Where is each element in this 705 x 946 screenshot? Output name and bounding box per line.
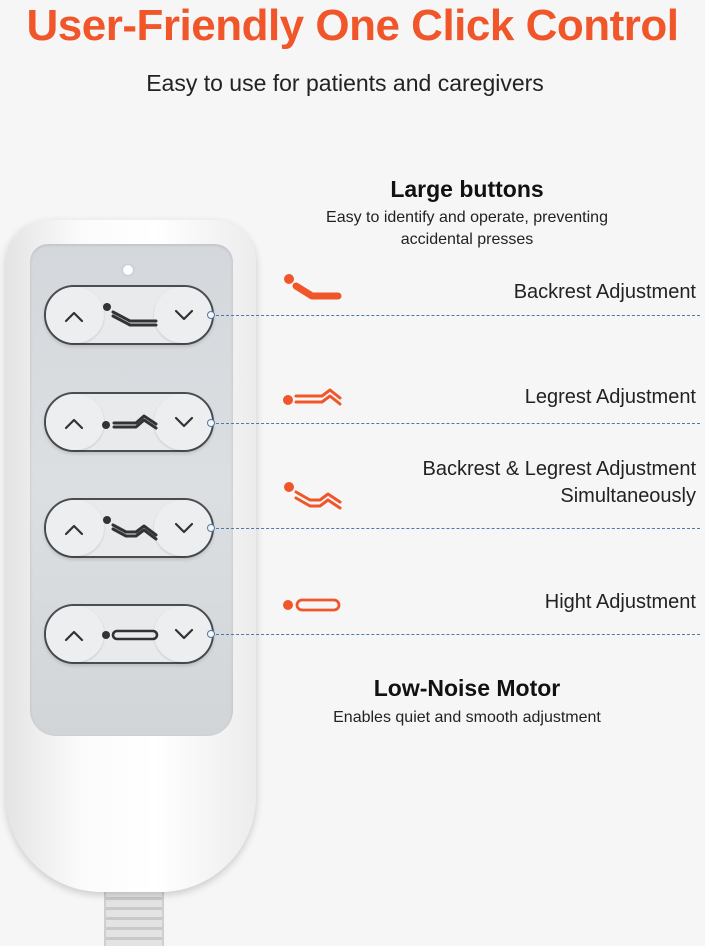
height-button-row bbox=[44, 604, 214, 664]
motor-title: Low-Noise Motor bbox=[373, 675, 561, 701]
legrest-symbol-icon bbox=[102, 414, 158, 430]
backrest-symbol-icon bbox=[103, 303, 158, 327]
backrest-adjustment-label: Backrest Adjustment bbox=[513, 281, 696, 303]
height-leader-dot bbox=[207, 630, 215, 638]
backrest-legrest-leader-dot bbox=[207, 524, 215, 532]
chevron-up-icon bbox=[64, 524, 84, 536]
backrest-leader-dot bbox=[207, 311, 215, 319]
chevron-down-icon bbox=[174, 628, 194, 640]
page-title: User-Friendly One Click Control bbox=[26, 1, 679, 50]
large-buttons-desc-line1: Easy to identify and operate, preventing bbox=[326, 209, 608, 226]
motor-desc: Enables quiet and smooth adjustment bbox=[333, 709, 601, 726]
legrest-button-row bbox=[44, 392, 214, 452]
backrest-legrest-icon bbox=[284, 482, 342, 510]
large-buttons-desc-line2: accidental presses bbox=[400, 231, 534, 248]
chevron-up-icon bbox=[64, 311, 84, 323]
legrest-leader-line bbox=[216, 423, 700, 424]
backrest-leader-line bbox=[216, 315, 700, 316]
height-adjustment-label: Hight Adjustment bbox=[544, 591, 696, 613]
backrest-legrest-adjustment-label-line1: Backrest & Legrest Adjustment bbox=[422, 458, 696, 480]
backrest-legrest-button-row bbox=[44, 498, 214, 558]
height-icon bbox=[283, 598, 341, 612]
large-buttons-title: Large buttons bbox=[390, 176, 544, 202]
backrest-legrest-leader-line bbox=[216, 528, 700, 529]
backrest-button-row bbox=[44, 285, 214, 345]
backrest-legrest-down-button[interactable] bbox=[154, 500, 212, 556]
height-leader-line bbox=[216, 634, 700, 635]
backrest-icon bbox=[284, 274, 342, 300]
legrest-adjustment-label: Legrest Adjustment bbox=[524, 386, 696, 408]
height-down-button[interactable] bbox=[154, 606, 212, 662]
backrest-legrest-adjustment-label-line2: Simultaneously bbox=[560, 485, 696, 507]
chevron-up-icon bbox=[64, 418, 84, 430]
legrest-leader-dot bbox=[207, 419, 215, 427]
height-symbol-icon bbox=[102, 629, 159, 641]
backrest-legrest-symbol-icon bbox=[103, 516, 158, 541]
chevron-down-icon bbox=[174, 522, 194, 534]
backrest-down-button[interactable] bbox=[154, 287, 212, 343]
legrest-icon bbox=[283, 388, 342, 406]
power-led-icon bbox=[123, 265, 133, 275]
chevron-down-icon bbox=[174, 416, 194, 428]
chevron-down-icon bbox=[174, 309, 194, 321]
legrest-down-button[interactable] bbox=[154, 394, 212, 450]
page-subtitle: Easy to use for patients and caregivers bbox=[146, 70, 544, 96]
chevron-up-icon bbox=[64, 630, 84, 642]
